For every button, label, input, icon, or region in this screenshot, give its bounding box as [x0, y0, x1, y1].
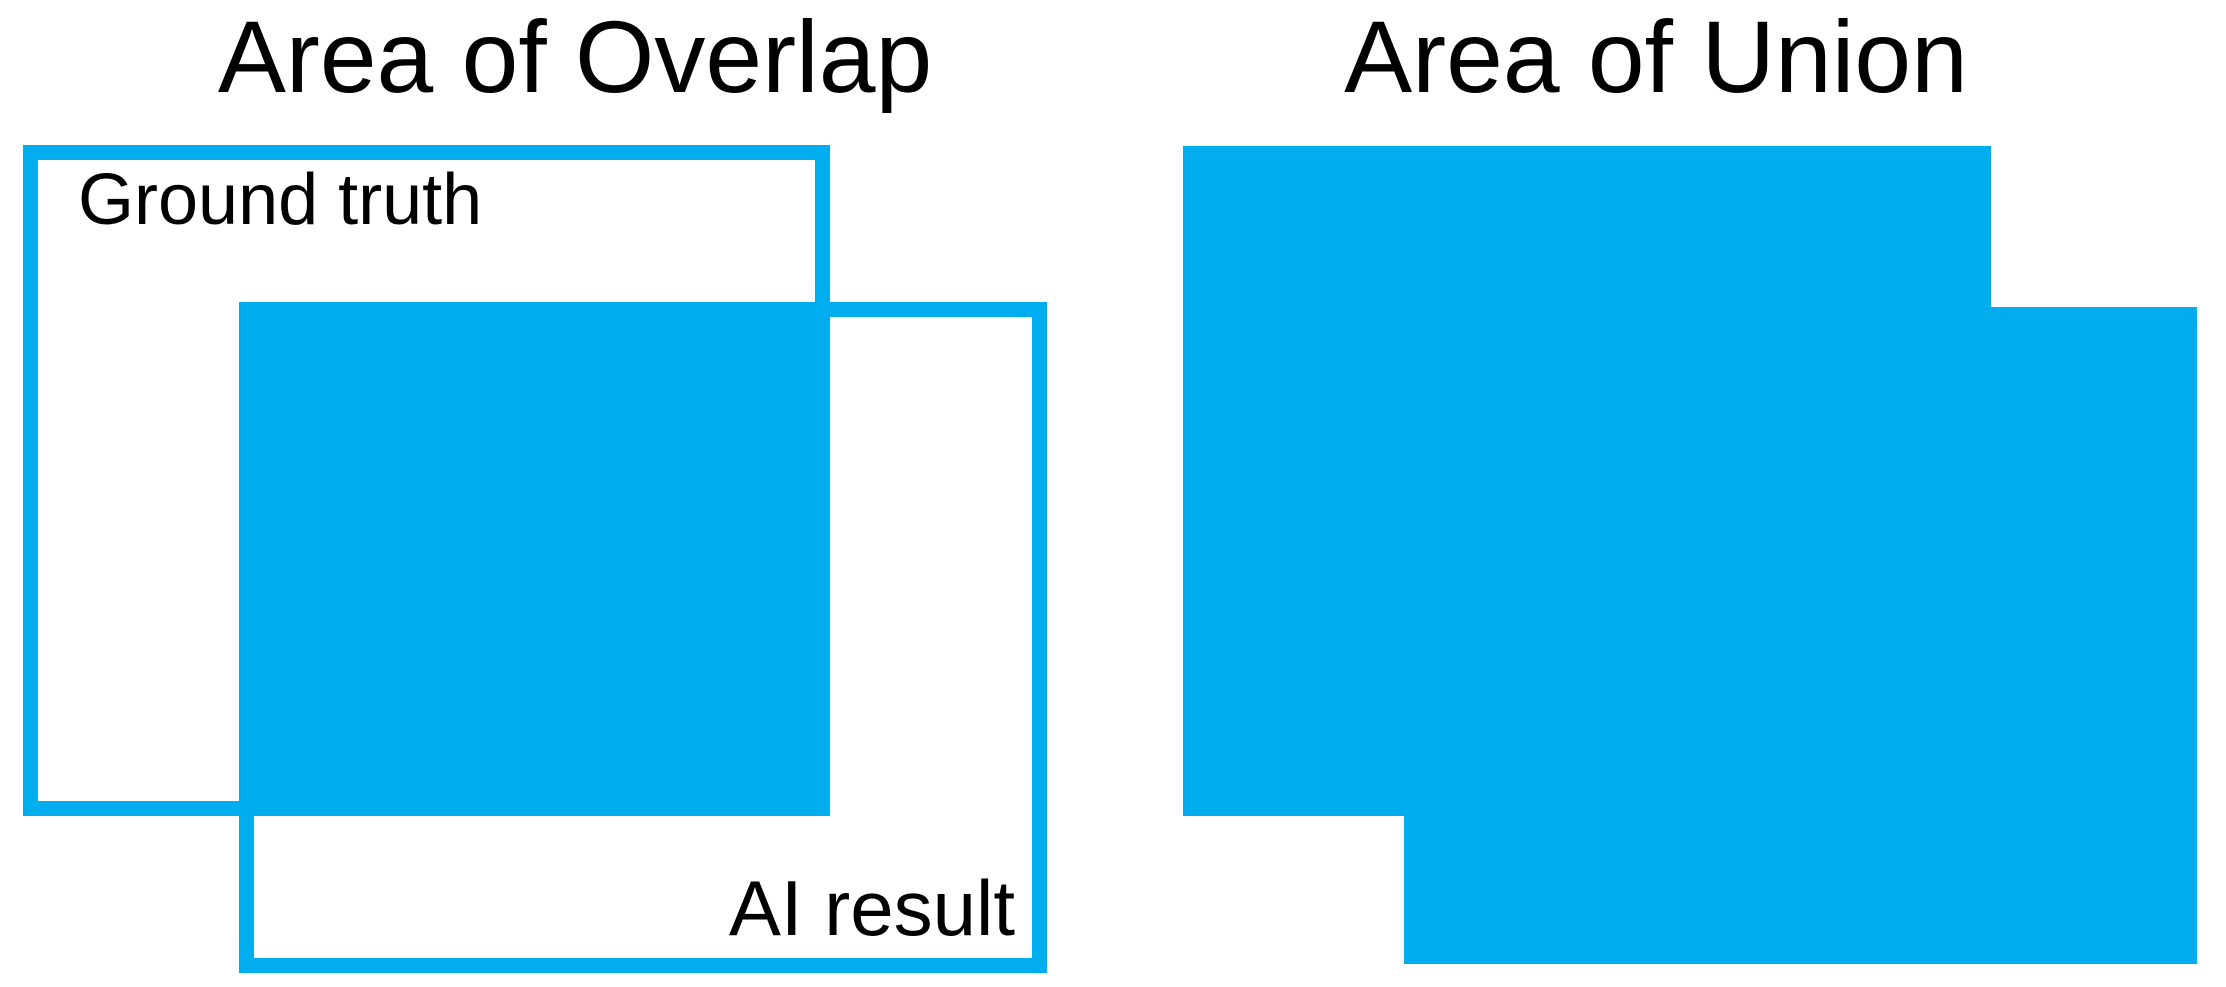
overlap-panel-title: Area of Overlap: [217, 0, 933, 114]
union-panel-title: Area of Union: [1344, 0, 1968, 114]
overlap-area-fill: [239, 302, 830, 816]
union-area-ai-result-part: [1404, 307, 2197, 964]
ground-truth-label: Ground truth: [78, 160, 483, 240]
ai-result-label: AI result: [728, 864, 1015, 952]
